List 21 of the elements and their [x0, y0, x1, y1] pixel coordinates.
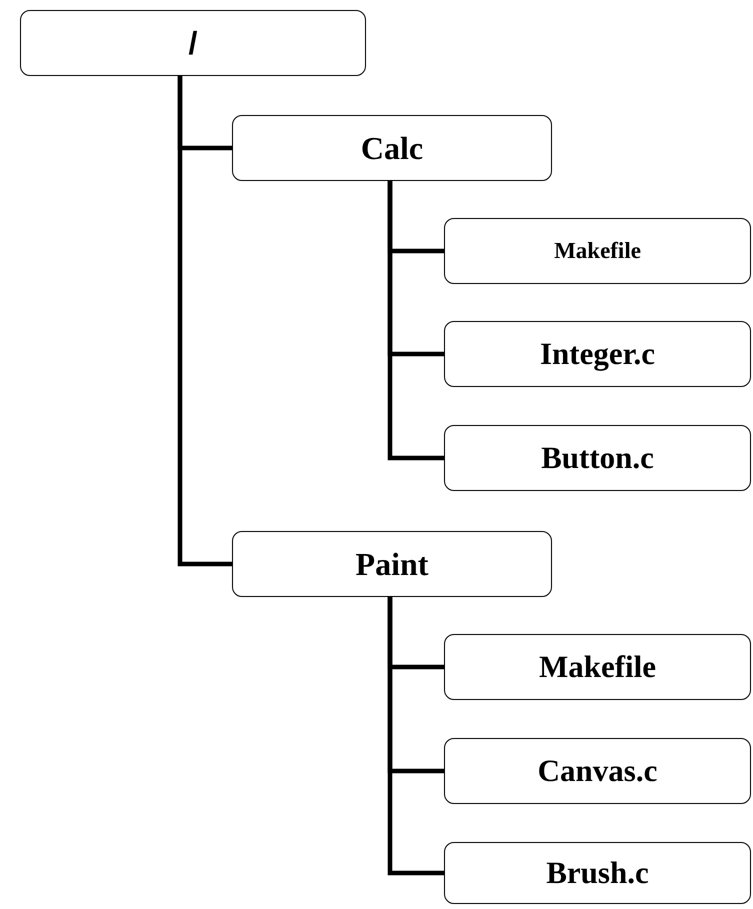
folder-box [444, 218, 751, 284]
node-label: Calc [360, 130, 424, 166]
folder-box [232, 115, 552, 181]
connector-line [388, 597, 444, 876]
node-label: Paint [356, 546, 428, 582]
node-label: Button.c [541, 440, 654, 476]
folder-box [444, 321, 751, 387]
connector-line [178, 76, 232, 566]
connector-line [388, 181, 444, 460]
folder-box [20, 10, 366, 76]
folder-box [444, 738, 751, 804]
folder-box [444, 634, 751, 700]
folder-box [232, 531, 552, 597]
folder-box [444, 842, 751, 904]
node-label: Integer.c [540, 336, 656, 372]
node-label: / [188, 24, 198, 62]
node-label: Makefile [554, 238, 641, 264]
node-label: Makefile [538, 649, 656, 685]
node-label: Canvas.c [538, 753, 658, 789]
node-label: Brush.c [546, 855, 649, 891]
folder-box [444, 425, 751, 491]
